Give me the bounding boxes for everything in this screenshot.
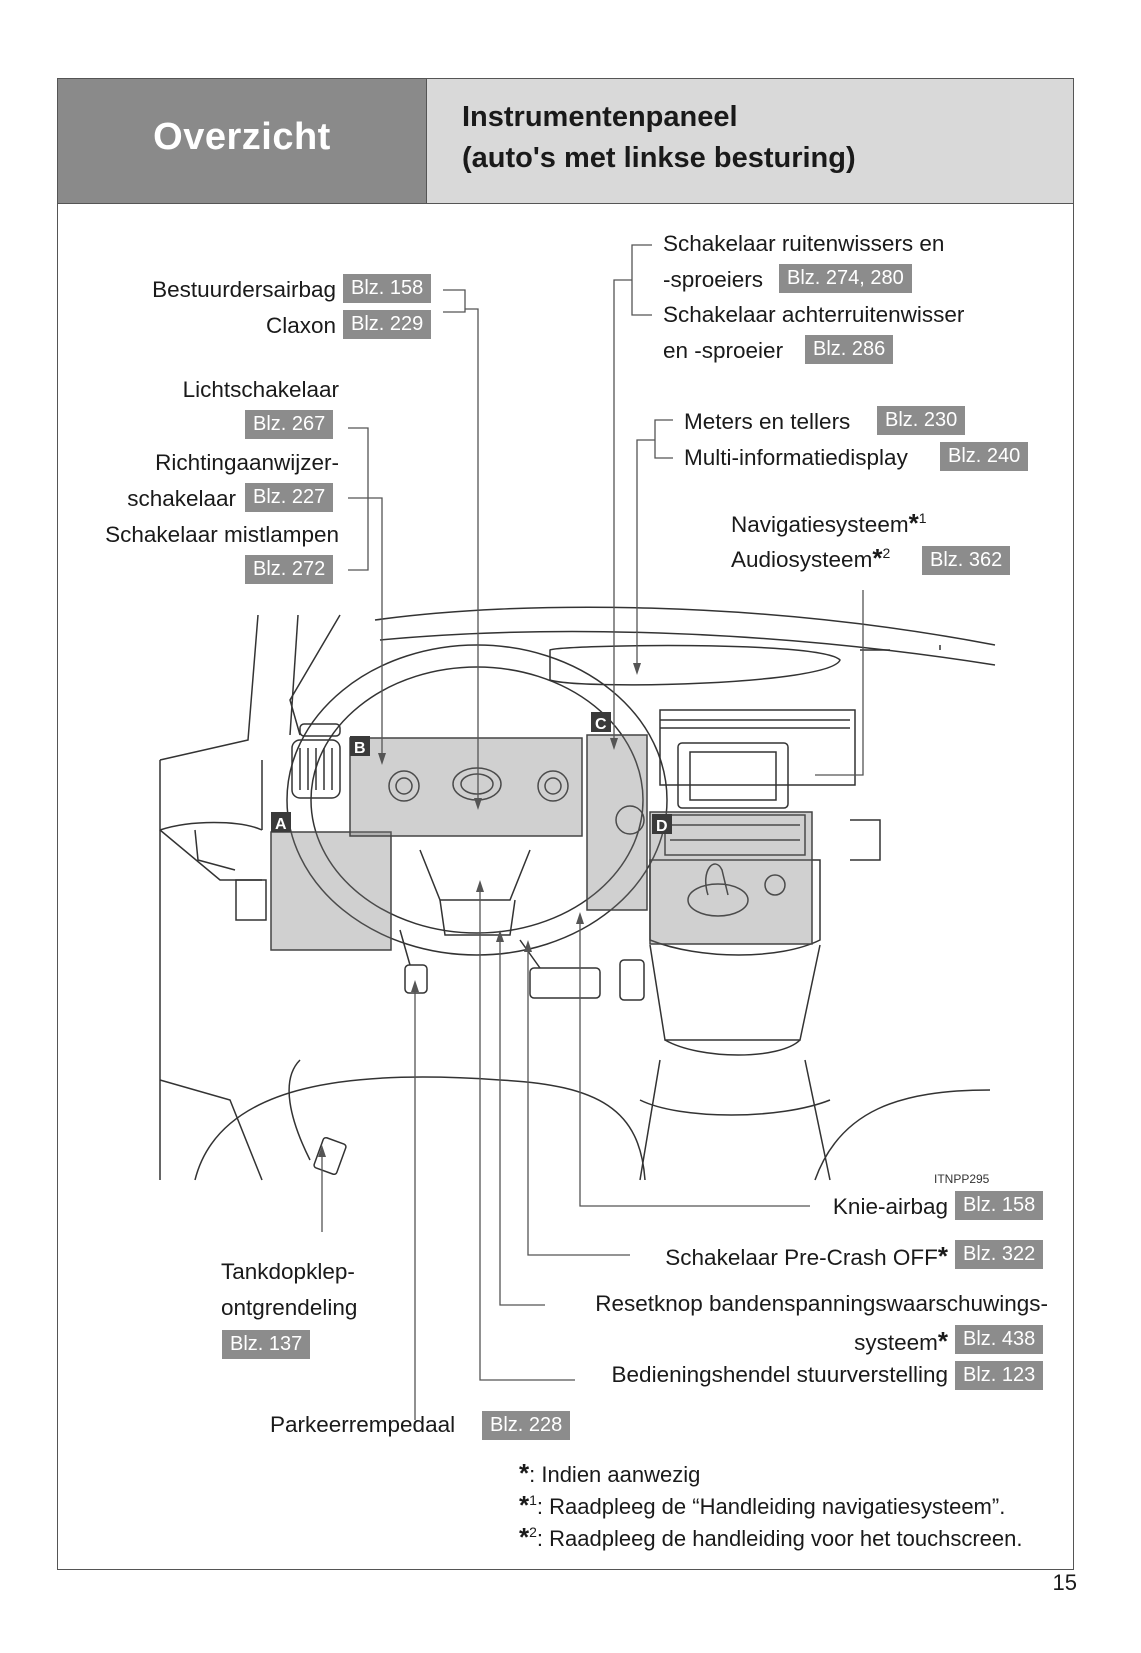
fog-switch-label: Schakelaar mistlampen xyxy=(105,522,339,547)
asterisk-icon: * xyxy=(937,1241,948,1271)
asterisk-icon: * xyxy=(872,543,883,573)
asterisk-icon: * xyxy=(519,1522,530,1552)
callout-box-d xyxy=(649,811,813,945)
navigation-footnote-mark: 1 xyxy=(918,510,927,526)
page-title: Instrumentenpaneel xyxy=(462,101,738,133)
turn-signal-page: Blz. 227 xyxy=(245,483,334,512)
footnote-optional: *: Indien aanwezig xyxy=(519,1458,700,1489)
multi-info-page: Blz. 240 xyxy=(940,442,1029,471)
fuel-door-label-1: Tankdopklep- xyxy=(221,1259,355,1284)
footnote-1-mark: 1 xyxy=(529,1492,537,1508)
page-subtitle: (auto's met linkse besturing) xyxy=(462,142,856,174)
audio-text: Audiosysteem xyxy=(731,547,873,572)
audio-label: Audiosysteem*2 xyxy=(731,543,890,574)
knee-airbag-page: Blz. 158 xyxy=(955,1191,1044,1220)
rear-wiper-page: Blz. 286 xyxy=(805,335,894,364)
horn-label: Claxon xyxy=(265,313,336,338)
multi-info-label: Multi-informatiedisplay xyxy=(684,445,908,470)
rear-wiper-label-2: en -sproeier xyxy=(663,338,784,363)
wiper-page: Blz. 274, 280 xyxy=(779,264,912,293)
asterisk-icon: * xyxy=(519,1458,530,1488)
tpms-page: Blz. 438 xyxy=(955,1325,1044,1354)
horn-page: Blz. 229 xyxy=(343,310,432,339)
light-switch-label: Lichtschakelaar xyxy=(182,377,339,402)
precrash-page: Blz. 322 xyxy=(955,1240,1044,1269)
callout-label-b: B xyxy=(354,740,366,757)
fog-switch-page: Blz. 272 xyxy=(245,555,334,584)
fuel-door-label-2: ontgrendeling xyxy=(221,1295,358,1320)
callout-label-c: C xyxy=(595,716,607,733)
driver-airbag-page: Blz. 158 xyxy=(343,274,432,303)
meters-label: Meters en tellers xyxy=(684,409,851,434)
precrash-text: Schakelaar Pre-Crash OFF xyxy=(665,1245,938,1270)
page-header: Instrumentenpaneel (auto's met linkse be… xyxy=(426,78,1074,204)
section-title: Overzicht xyxy=(153,116,331,158)
steering-lever-label: Bedieningshendel stuurverstelling xyxy=(611,1362,948,1387)
footnote-optional-text: : Indien aanwezig xyxy=(529,1462,701,1487)
audio-page: Blz. 362 xyxy=(922,546,1011,575)
callout-label-d: D xyxy=(656,818,668,835)
page-number: 15 xyxy=(1052,1570,1077,1595)
asterisk-icon: * xyxy=(908,508,919,538)
turn-signal-label-2: schakelaar xyxy=(127,486,236,511)
callout-box-a xyxy=(270,831,392,951)
footnote-2-text: : Raadpleeg de handleiding voor het touc… xyxy=(536,1526,1023,1551)
footnote-2: *2: Raadpleeg de handleiding voor het to… xyxy=(519,1522,1023,1553)
precrash-label: Schakelaar Pre-Crash OFF* xyxy=(665,1241,948,1272)
callout-label-a: A xyxy=(275,816,287,833)
figure-code: ITNPP295 xyxy=(934,1172,990,1186)
driver-airbag-label: Bestuurdersairbag xyxy=(152,277,336,302)
parking-pedal-label: Parkeerrempedaal xyxy=(270,1412,456,1437)
navigation-label: Navigatiesysteem*1 xyxy=(731,508,927,539)
footnote-1: *1: Raadpleeg de “Handleiding navigaties… xyxy=(519,1490,1005,1521)
navigation-text: Navigatiesysteem xyxy=(731,512,909,537)
wiper-label-1: Schakelaar ruitenwissers en xyxy=(663,231,945,256)
wiper-label-2: -sproeiers xyxy=(663,267,764,292)
rear-wiper-label-1: Schakelaar achterruitenwisser xyxy=(663,302,965,327)
tpms-label-1: Resetknop bandenspanningswaarschuwings- xyxy=(595,1291,1048,1316)
audio-footnote-mark: 2 xyxy=(882,545,891,561)
asterisk-icon: * xyxy=(937,1326,948,1356)
footnote-2-mark: 2 xyxy=(529,1524,537,1540)
callout-box-c xyxy=(586,734,648,911)
section-tab: Overzicht xyxy=(57,78,427,204)
tpms-label-2: systeem* xyxy=(854,1326,948,1357)
tpms-text: systeem xyxy=(854,1330,938,1355)
light-switch-page: Blz. 267 xyxy=(245,410,334,439)
parking-pedal-page: Blz. 228 xyxy=(482,1411,571,1440)
callout-box-b xyxy=(349,737,583,837)
fuel-door-page: Blz. 137 xyxy=(222,1330,311,1359)
steering-lever-page: Blz. 123 xyxy=(955,1361,1044,1390)
turn-signal-label-1: Richtingaanwijzer- xyxy=(155,450,339,475)
footnote-1-text: : Raadpleeg de “Handleiding navigatiesys… xyxy=(536,1494,1006,1519)
knee-airbag-label: Knie-airbag xyxy=(832,1194,948,1219)
meters-page: Blz. 230 xyxy=(877,406,966,435)
asterisk-icon: * xyxy=(519,1490,530,1520)
